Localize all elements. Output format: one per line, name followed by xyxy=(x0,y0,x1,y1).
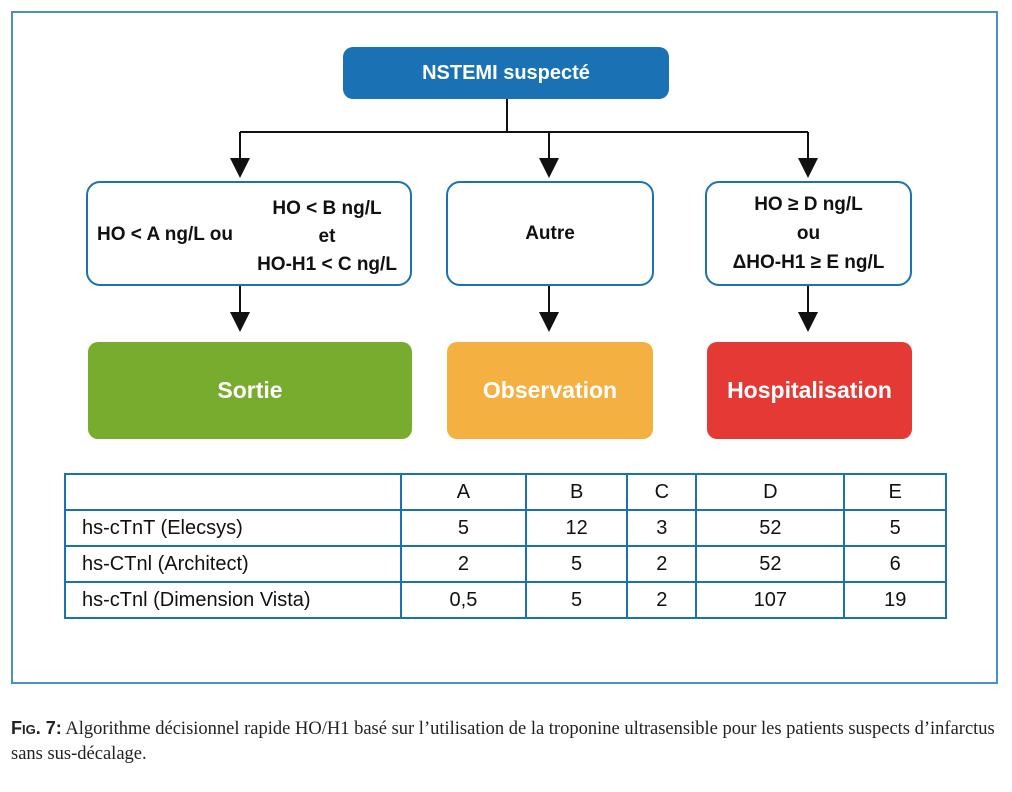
table-row: hs-cTnT (Elecsys) 5 12 3 52 5 xyxy=(64,509,947,547)
table-cell: 3 xyxy=(626,509,698,547)
caption-label: Fig. 7: xyxy=(11,718,62,738)
table-cell: 2 xyxy=(400,545,527,583)
middle-condition-text: Autre xyxy=(525,222,575,244)
sortie-box: Sortie xyxy=(88,342,412,439)
table-header-cell: C xyxy=(626,473,698,511)
condition-e-line: ΔHO-H1 ≥ E ng/L xyxy=(732,252,885,273)
assay-label: hs-cTnl (Dimension Vista) xyxy=(64,581,402,619)
table-cell: 5 xyxy=(843,509,947,547)
table-header-cell xyxy=(64,473,402,511)
figure-frame xyxy=(11,11,998,684)
table-header-cell: E xyxy=(843,473,947,511)
table-cell: 2 xyxy=(626,581,698,619)
assay-label: hs-CTnl (Architect) xyxy=(64,545,402,583)
table-header-cell: A xyxy=(400,473,527,511)
nstemi-label: NSTEMI suspecté xyxy=(422,61,590,84)
condition-b-line: HO < B ng/L xyxy=(272,198,382,219)
sortie-label: Sortie xyxy=(217,377,283,403)
hospitalisation-label: Hospitalisation xyxy=(727,377,892,403)
table-cell: 0,5 xyxy=(400,581,527,619)
condition-a-text: HO < A ng/L ou xyxy=(97,224,233,245)
table-cell: 5 xyxy=(400,509,527,547)
condition-d-line: HO ≥ D ng/L xyxy=(754,194,863,215)
table-cell: 5 xyxy=(524,581,629,619)
assay-label: hs-cTnT (Elecsys) xyxy=(64,509,402,547)
middle-condition-box: Autre xyxy=(446,181,654,286)
table-cell: 52 xyxy=(695,509,846,547)
table-header-cell: D xyxy=(695,473,846,511)
table-header-row: A B C D E xyxy=(64,473,947,511)
condition-c-line: HO-H1 < C ng/L xyxy=(257,254,397,275)
caption-text: Algorithme décisionnel rapide HO/H1 basé… xyxy=(11,719,995,764)
left-condition-box: HO < A ng/L ou HO < B ng/L et HO-H1 < C … xyxy=(86,181,412,286)
hospitalisation-box: Hospitalisation xyxy=(707,342,912,439)
condition-ou-line: ou xyxy=(796,223,821,244)
nstemi-node: NSTEMI suspecté xyxy=(343,47,669,99)
table-row: hs-CTnl (Architect) 2 5 2 52 6 xyxy=(64,545,947,583)
table-row: hs-cTnl (Dimension Vista) 0,5 5 2 107 19 xyxy=(64,581,947,619)
condition-bc-text: HO < B ng/L et HO-H1 < C ng/L xyxy=(242,195,412,279)
table-header-cell: B xyxy=(524,473,629,511)
table-cell: 2 xyxy=(626,545,698,583)
right-condition-box: HO ≥ D ng/L ou ΔHO-H1 ≥ E ng/L xyxy=(705,181,912,286)
table-cell: 19 xyxy=(843,581,947,619)
threshold-table: A B C D E hs-cTnT (Elecsys) 5 12 3 52 5 … xyxy=(64,473,947,619)
figure-caption: Fig. 7: Algorithme décisionnel rapide HO… xyxy=(11,716,1006,767)
condition-et-line: et xyxy=(318,226,336,247)
table-cell: 52 xyxy=(695,545,846,583)
observation-box: Observation xyxy=(447,342,653,439)
table-cell: 107 xyxy=(695,581,846,619)
observation-label: Observation xyxy=(482,377,618,403)
table-cell: 6 xyxy=(843,545,947,583)
table-cell: 12 xyxy=(524,509,629,547)
table-cell: 5 xyxy=(524,545,629,583)
